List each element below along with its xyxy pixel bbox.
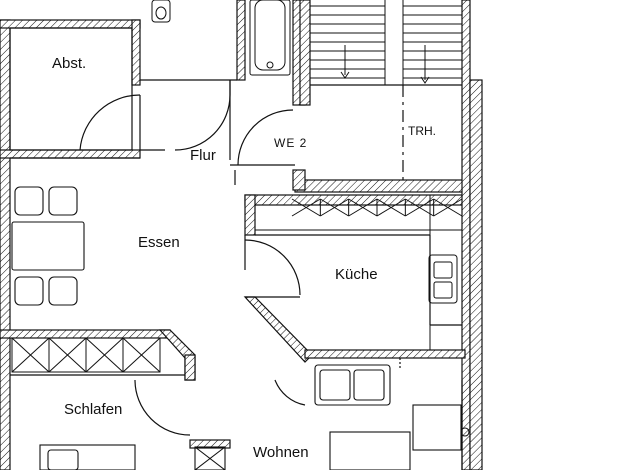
interior-lines: [9, 27, 463, 470]
lower-furniture: [39, 364, 470, 470]
room-label-kueche: Küche: [335, 266, 378, 283]
room-label-treppenhaus: TRH.: [408, 124, 436, 138]
walls: [0, 0, 483, 470]
doors: [79, 80, 306, 436]
room-label-wohnen: Wohnen: [253, 444, 309, 461]
room-label-schlafen: Schlafen: [64, 401, 122, 418]
room-label-essen: Essen: [138, 234, 180, 251]
kitchen-counters: [254, 194, 463, 351]
bath-fixtures: [151, 0, 291, 76]
unit-label: WE 2: [274, 136, 307, 150]
dining-table: [11, 186, 85, 306]
wardrobe: [11, 337, 161, 373]
room-label-abst: Abst.: [52, 55, 86, 72]
room-label-flur: Flur: [190, 147, 216, 164]
stairs: [309, 0, 463, 85]
